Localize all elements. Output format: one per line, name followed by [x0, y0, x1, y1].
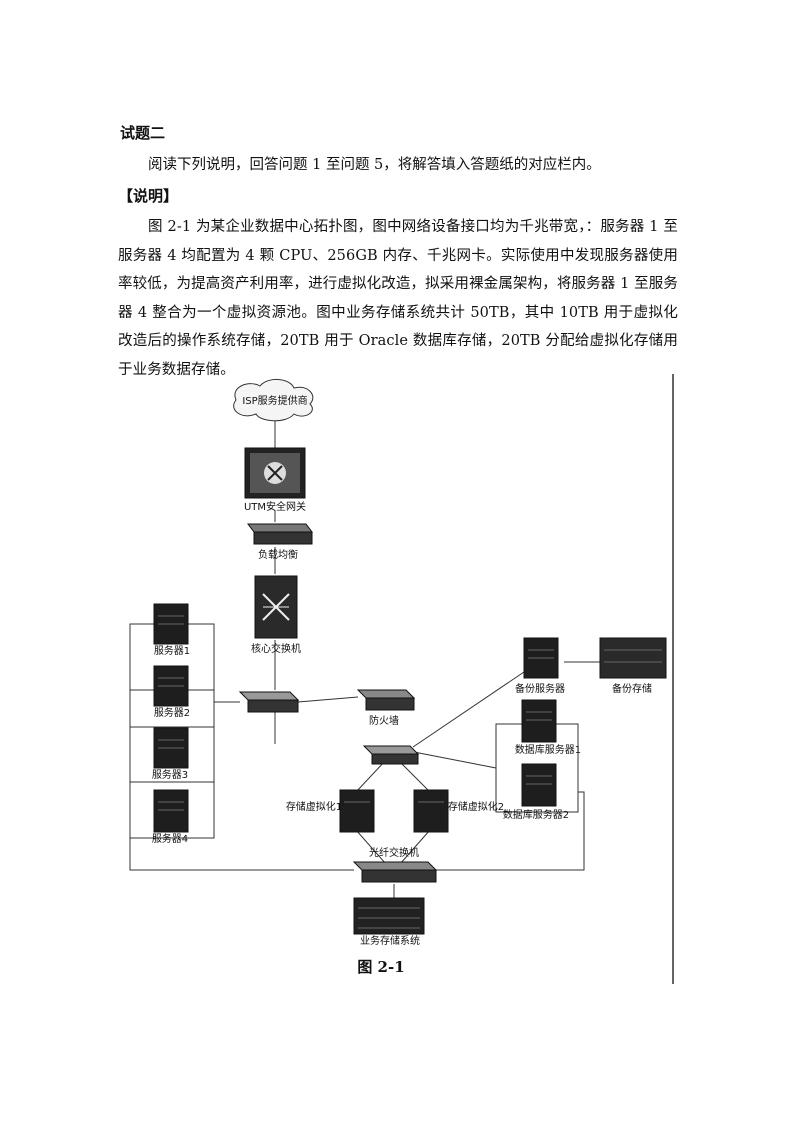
- distribution-switch-icon: [362, 745, 420, 765]
- server-4-label: 服务器4: [152, 832, 188, 845]
- firewall-icon: [356, 689, 416, 711]
- server-4-icon: [153, 789, 189, 833]
- business-storage-icon: [353, 897, 425, 935]
- figure-caption: 图 2-1: [357, 958, 404, 976]
- isp-cloud-icon: [233, 379, 314, 422]
- server-3-icon: [153, 727, 189, 769]
- topology-figure: ISP服务提供商 UTM安全网关 负载均衡 核心交换机 防火墙: [118, 372, 678, 984]
- db-server-2-icon: [521, 763, 557, 807]
- isp-label: ISP服务提供商: [242, 394, 307, 407]
- backup-storage-icon: [599, 637, 667, 679]
- load-balancer-label: 负载均衡: [258, 548, 298, 561]
- db-server-2-label: 数据库服务器2: [503, 808, 569, 821]
- backup-server-label: 备份服务器: [515, 682, 565, 695]
- server-1-icon: [153, 603, 189, 645]
- utm-label: UTM安全网关: [244, 500, 306, 513]
- fc-switch-icon: [352, 861, 438, 883]
- section-label: 【说明】: [118, 187, 179, 205]
- topology-diagram: ISP服务提供商 UTM安全网关 负载均衡 核心交换机 防火墙: [129, 374, 674, 984]
- storage-virt-2-label: 存储虚拟化2: [448, 800, 504, 813]
- storage-virt-1-label: 存储虚拟化1: [286, 800, 342, 813]
- backup-server-icon: [523, 637, 559, 679]
- db-server-1-label: 数据库服务器1: [515, 743, 581, 756]
- connection-lines: [129, 412, 600, 898]
- question-title: 试题二: [120, 124, 166, 142]
- server-switch-icon: [238, 691, 300, 713]
- storage-virt-1-icon: [339, 789, 375, 833]
- server-3-label: 服务器3: [152, 768, 188, 781]
- core-switch-icon: [254, 575, 298, 639]
- db-server-1-icon: [521, 699, 557, 743]
- question-body: 图 2-1 为某企业数据中心拓扑图，图中网络设备接口均为千兆带宽，：服务器 1 …: [118, 219, 678, 378]
- utm-gateway-icon: [244, 447, 306, 499]
- server-2-label: 服务器2: [154, 706, 190, 719]
- question-intro: 阅读下列说明，回答问题 1 至问题 5，将解答填入答题纸的对应栏内。: [148, 157, 601, 173]
- core-switch-label: 核心交换机: [251, 642, 301, 655]
- server-1-label: 服务器1: [154, 644, 190, 657]
- storage-virt-2-icon: [413, 789, 449, 833]
- business-storage-label: 业务存储系统: [360, 934, 420, 947]
- load-balancer-icon: [247, 523, 313, 545]
- backup-storage-label: 备份存储: [612, 682, 652, 695]
- fc-switch-label: 光纤交换机: [369, 846, 419, 859]
- firewall-label: 防火墙: [369, 714, 399, 727]
- server-2-icon: [153, 665, 189, 707]
